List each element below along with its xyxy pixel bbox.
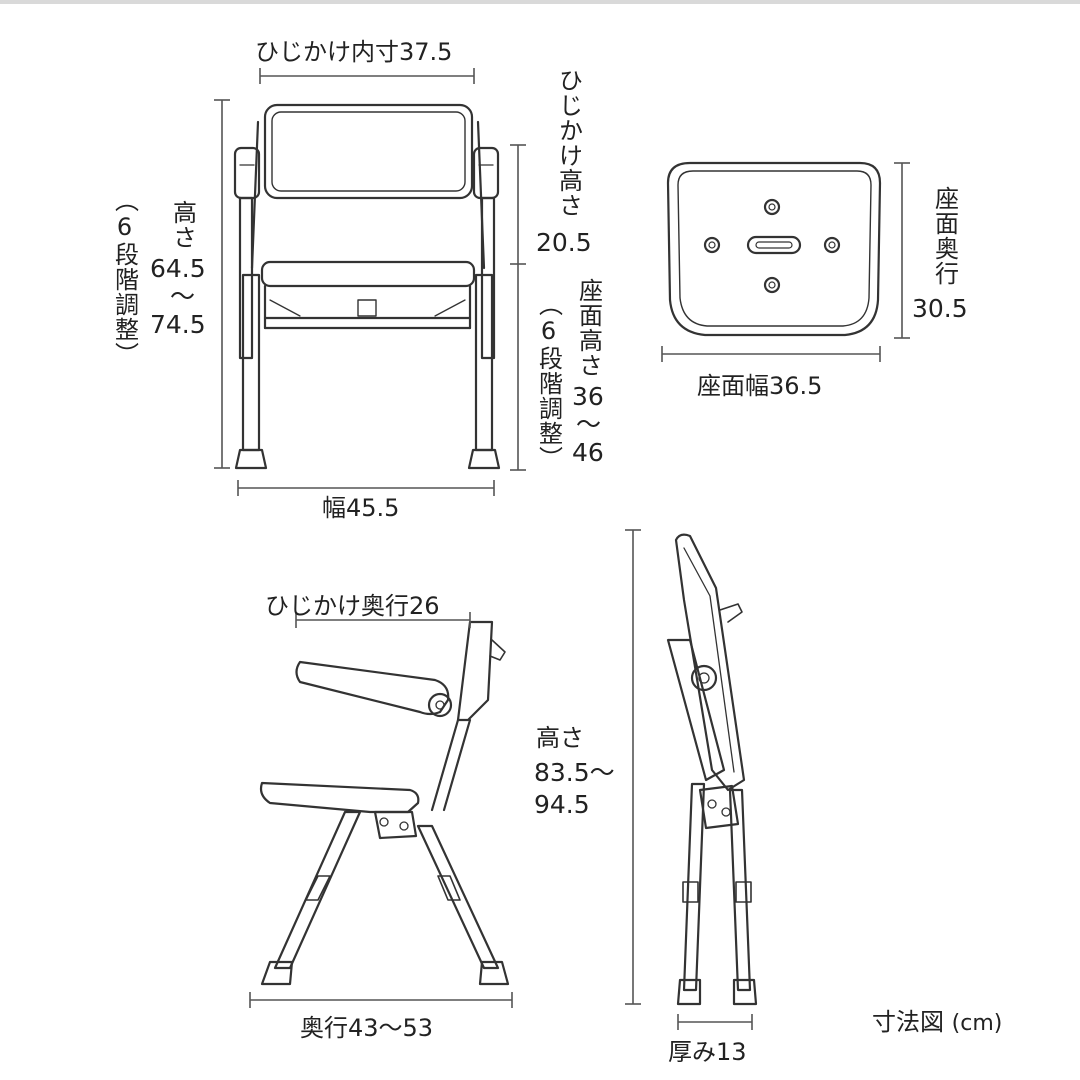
caption-unit: (cm) (951, 1011, 1003, 1036)
armrest-inner-width-label: ひじかけ内寸37.5 (255, 38, 453, 66)
side-height-max: 94.5 (534, 790, 590, 819)
seat-depth-value: 30.5 (912, 294, 968, 323)
seat-height-min: 36 (572, 382, 604, 411)
seat-top-view (666, 161, 882, 337)
seat-height-tilde: ～ (576, 410, 602, 439)
caption-text: 寸法図 (872, 1008, 944, 1036)
front-width-label: 幅45.5 (322, 494, 400, 522)
armrest-depth-label: ひじかけ奥行26 (265, 592, 440, 620)
seat-adjust-note: （6段階調整） (534, 292, 563, 471)
armrest-height-label: ひじかけ高さ (554, 68, 583, 218)
seat-width-label: 座面幅36.5 (697, 372, 823, 400)
front-height-label: 高さ (168, 200, 197, 250)
side-height-min: 83.5～ (534, 758, 615, 787)
front-height-tilde: ～ (170, 282, 196, 311)
dimension-lines (214, 68, 910, 1030)
caption: 寸法図 (cm) (872, 1010, 1002, 1035)
side-depth-label: 奥行43～53 (300, 1014, 434, 1042)
seat-height-label: 座面高さ (574, 278, 603, 378)
armrest-height-value: 20.5 (536, 228, 592, 257)
seat-depth-label: 座面奥行 (930, 186, 959, 286)
front-view-chair (233, 103, 501, 470)
folded-view-chair (666, 533, 758, 1006)
top-rule (0, 0, 1080, 4)
thickness-label: 厚み13 (668, 1038, 747, 1066)
front-height-adjust-note: （6段階調整） (110, 188, 139, 367)
front-height-min: 64.5 (150, 254, 206, 283)
side-view-chair (259, 620, 510, 986)
seat-height-max: 46 (572, 438, 604, 467)
front-height-max: 74.5 (150, 310, 206, 339)
side-height-label: 高さ (536, 724, 584, 752)
